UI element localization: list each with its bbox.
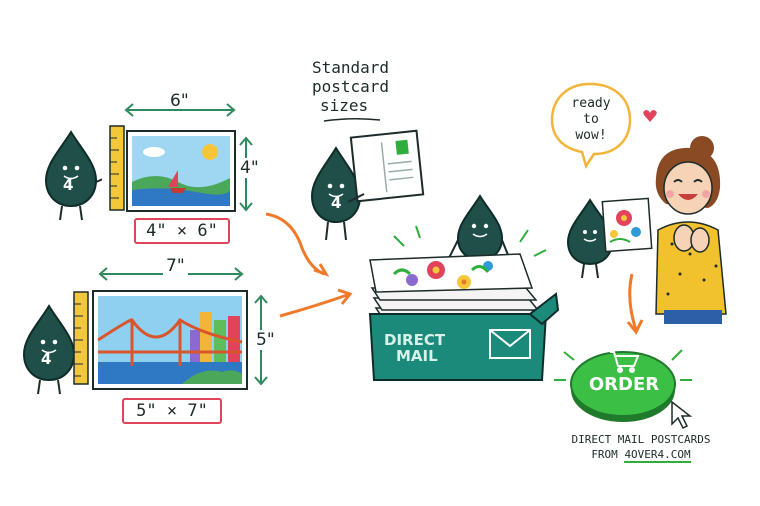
width-label-small: 6" (170, 91, 189, 111)
heading-line: postcard (312, 77, 390, 96)
width-dimension-arrow-small (124, 103, 236, 117)
height-label-large: 5" (256, 330, 275, 350)
width-label-large: 7" (163, 256, 188, 276)
box-label-line: DIRECT (384, 331, 446, 349)
ruler-icon (73, 291, 89, 385)
size-tag-4x6: 4" × 6" (134, 218, 230, 244)
box-label-line: MAIL (396, 347, 438, 365)
footer-link[interactable]: 4OVER4.COM (624, 448, 691, 463)
footer-caption: DIRECT MAIL POSTCARDS FROM 4OVER4.COM (556, 432, 726, 463)
order-button-graphic (554, 349, 693, 430)
heading-line: Standard (312, 58, 390, 77)
size-tag-5x7: 5" × 7" (122, 398, 222, 424)
cart-icon (610, 351, 640, 373)
footer-prefix: FROM (591, 448, 625, 461)
postcard-4x6 (126, 130, 236, 212)
mascot-badge: 4 (41, 350, 52, 368)
arrow-to-order (626, 273, 644, 335)
held-postcard (601, 197, 653, 253)
arrow-small-to-box (265, 212, 330, 277)
footer-line: FROM 4OVER4.COM (556, 447, 726, 463)
box-label: DIRECT MAIL (384, 332, 445, 364)
direct-mail-box (368, 194, 560, 381)
heart-icon (643, 110, 657, 122)
footer-line: DIRECT MAIL POSTCARDS (571, 433, 711, 446)
speech-bubble-text: ready to wow! (566, 96, 616, 144)
sailboat-icon (168, 170, 186, 193)
postcard-back (348, 129, 425, 203)
speech-bubble-line: ready (571, 96, 611, 111)
bridge-icon (97, 317, 243, 366)
cursor-icon (671, 400, 693, 430)
speech-bubble-line: wow! (575, 128, 607, 143)
happy-customer (655, 136, 727, 324)
mascot-large-card (22, 304, 80, 395)
envelope-icon (489, 329, 531, 359)
flower-icon (392, 261, 493, 289)
heading-underline (323, 117, 381, 122)
ruler-icon (109, 125, 125, 211)
arrow-large-to-box (279, 288, 353, 318)
sun-icon (202, 144, 218, 160)
postcard-5x7 (92, 290, 248, 390)
speech-bubble-line: to (583, 112, 599, 127)
order-button[interactable]: ORDER (588, 374, 660, 395)
mascot-badge: 4 (63, 176, 74, 194)
heading-line: sizes (320, 96, 369, 115)
heading: Standard postcard sizes (312, 58, 389, 115)
height-label-small: 4" (240, 158, 259, 178)
speech-bubble (550, 82, 632, 169)
mascot-small-card (44, 130, 102, 221)
mascot-badge: 4 (331, 194, 342, 212)
